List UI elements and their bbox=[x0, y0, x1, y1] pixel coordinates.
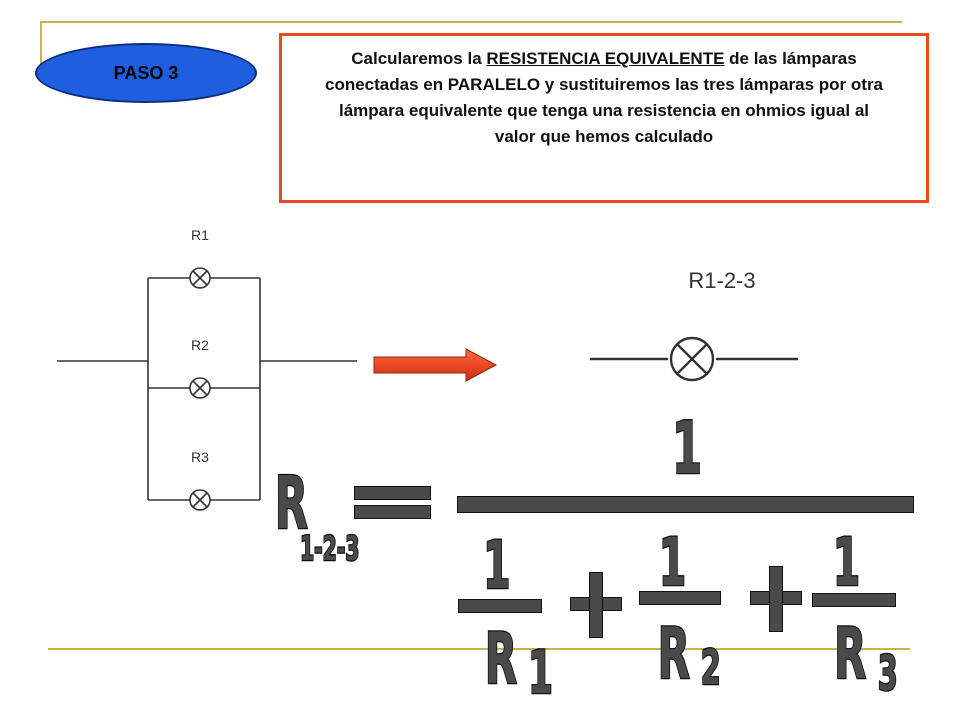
description-highlight: RESISTENCIA EQUIVALENTE bbox=[486, 49, 725, 68]
term2-letter: R bbox=[658, 613, 690, 695]
step-badge-text: PASO 3 bbox=[113, 62, 179, 83]
term3-numerator: 1 bbox=[833, 523, 861, 601]
plus1-vertical bbox=[589, 572, 603, 638]
arrow-icon bbox=[373, 348, 498, 382]
term1-numerator: 1 bbox=[483, 526, 511, 604]
term3-subscript: 3 bbox=[878, 646, 898, 702]
step-badge: PASO 3 bbox=[35, 43, 257, 103]
term3-bar bbox=[812, 593, 896, 607]
left-rule bbox=[40, 21, 42, 81]
equivalent-circuit bbox=[590, 336, 798, 382]
lamp-r1 bbox=[189, 267, 211, 289]
lamp-label-r2: R2 bbox=[191, 337, 209, 353]
term1-subscript: 1 bbox=[528, 637, 553, 707]
lamp-r2 bbox=[189, 377, 211, 399]
formula-equals-bottom bbox=[354, 505, 431, 519]
formula: R 1-2-3 1 1 R 1 1 R 2 1 R 3 bbox=[274, 407, 914, 709]
term2-subscript: 2 bbox=[701, 640, 721, 696]
description-before: Calcularemos la bbox=[351, 49, 487, 68]
lamp-r3 bbox=[189, 489, 211, 511]
parallel-circuit bbox=[57, 277, 357, 501]
equivalent-label: R1-2-3 bbox=[688, 268, 755, 293]
description-box: Calcularemos la RESISTENCIA EQUIVALENTE … bbox=[279, 33, 929, 203]
bottom-rule bbox=[48, 648, 910, 650]
term1-letter: R bbox=[485, 618, 517, 700]
plus2-vertical bbox=[769, 566, 783, 632]
description-after: de las lámparas conectadas en PARALELO y… bbox=[324, 49, 884, 146]
term3-letter: R bbox=[834, 613, 866, 695]
lamp-label-r3: R3 bbox=[191, 449, 209, 465]
term2-bar bbox=[639, 591, 721, 605]
formula-numerator: 1 bbox=[672, 408, 702, 492]
term1-bar bbox=[458, 599, 542, 613]
formula-lhs-subscript: 1-2-3 bbox=[300, 528, 359, 568]
lamp-label-r1: R1 bbox=[191, 227, 209, 243]
formula-main-fraction-bar bbox=[457, 496, 914, 513]
top-rule bbox=[40, 21, 902, 23]
term2-numerator: 1 bbox=[659, 523, 687, 601]
formula-equals-top bbox=[354, 486, 431, 500]
formula-lhs-letter: R bbox=[275, 463, 308, 547]
